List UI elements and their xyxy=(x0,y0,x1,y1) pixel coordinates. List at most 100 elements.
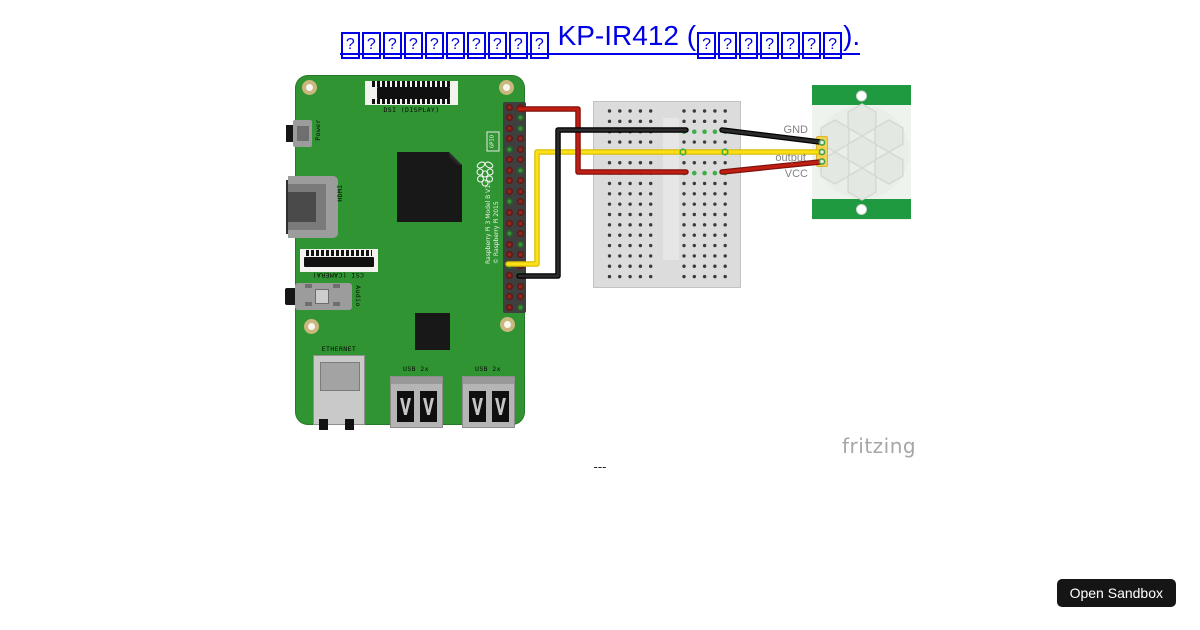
breadboard-hole xyxy=(607,161,612,165)
breadboard-hole xyxy=(649,181,653,186)
breadboard-hole xyxy=(618,202,622,206)
usb-slot xyxy=(492,391,509,422)
breadboard-hole xyxy=(692,192,696,196)
separator-dashes: --- xyxy=(593,459,607,474)
gpio-pin xyxy=(505,251,513,259)
gpio-pin xyxy=(516,282,524,290)
breadboard-hole xyxy=(649,150,653,155)
fresnel-hexagon xyxy=(874,151,904,185)
breadboard-hole xyxy=(638,264,643,268)
csi-connector-bar xyxy=(304,257,374,267)
breadboard-hole xyxy=(723,202,727,206)
breadboard-hole xyxy=(607,243,612,248)
fresnel-hexagon xyxy=(847,103,877,137)
breadboard-hole xyxy=(723,119,727,124)
sensor-pin-header xyxy=(816,136,828,167)
breadboard-hole xyxy=(692,129,697,134)
gpio-pin xyxy=(505,303,513,311)
title-link[interactable]: ?????????? KP-IR412 (???????). xyxy=(339,20,861,59)
breadboard-hole xyxy=(682,254,686,258)
missing-glyph-box: ? xyxy=(760,31,780,59)
audio-jack-barrel xyxy=(285,288,297,305)
breadboard-hole xyxy=(628,140,632,144)
mounting-hole xyxy=(304,319,319,334)
breadboard-hole xyxy=(607,254,612,258)
usb-port xyxy=(462,376,515,428)
breadboard-hole xyxy=(628,274,632,279)
breadboard-hole xyxy=(628,223,632,227)
breadboard-hole xyxy=(723,140,727,144)
missing-glyph-box: ? xyxy=(403,31,423,59)
gpio-pin xyxy=(516,103,524,111)
breadboard-hole xyxy=(628,233,632,237)
breadboard-hole xyxy=(713,192,717,196)
breadboard-hole xyxy=(682,119,686,124)
breadboard-hole xyxy=(607,192,612,196)
breadboard-hole xyxy=(618,192,622,196)
breadboard-hole xyxy=(682,150,686,155)
breadboard-hole xyxy=(638,192,643,196)
audio-jack-tab xyxy=(305,302,312,306)
breadboard-hole xyxy=(713,243,717,248)
gpio-pin xyxy=(505,272,513,280)
board-model-line2: © Raspberry Pi 2015 xyxy=(492,201,500,264)
mounting-hole xyxy=(499,80,514,95)
breadboard-hole xyxy=(723,254,727,258)
mounting-hole xyxy=(302,80,317,95)
breadboard-hole xyxy=(702,212,707,217)
breadboard-hole xyxy=(607,150,612,155)
breadboard-hole xyxy=(628,130,632,134)
breadboard-hole xyxy=(618,254,622,258)
gpio-pin xyxy=(505,187,513,195)
breadboard-hole xyxy=(702,192,707,196)
breadboard-hole xyxy=(618,243,622,248)
gpio-pin xyxy=(516,261,524,269)
missing-glyph-box: ? xyxy=(487,31,507,59)
gpio-pin xyxy=(516,156,524,164)
breadboard-hole xyxy=(682,212,686,217)
breadboard-hole xyxy=(649,192,653,196)
breadboard-hole xyxy=(682,223,686,227)
breadboard-hole xyxy=(628,150,632,155)
usb-slot-contact xyxy=(400,398,411,415)
gpio-tag: GPIO xyxy=(486,131,500,152)
breadboard-hole xyxy=(681,170,687,176)
breadboard-hole xyxy=(638,140,643,144)
breadboard-hole xyxy=(638,109,643,113)
missing-glyph-box: ? xyxy=(361,31,381,59)
breadboard-hole xyxy=(713,274,717,279)
power-label: Power xyxy=(314,119,322,141)
breadboard-hole xyxy=(702,254,707,258)
breadboard-hole xyxy=(682,140,686,144)
board-model-line1: Raspberry Pi 3 Model B V1.2 xyxy=(485,179,492,264)
title-middle-text: KP-IR412 ( xyxy=(549,20,697,51)
power-connector-inner xyxy=(297,126,309,141)
breadboard-hole xyxy=(682,161,686,165)
breadboard-hole xyxy=(618,264,622,268)
fresnel-hexagon xyxy=(874,119,904,153)
breadboard-hole xyxy=(702,181,707,186)
ethernet-foot xyxy=(345,419,354,430)
soc-chip xyxy=(397,152,462,222)
breadboard-hole xyxy=(702,109,707,113)
breadboard-hole xyxy=(723,274,727,279)
gpio-pin xyxy=(505,177,513,185)
breadboard-hole xyxy=(649,264,653,268)
breadboard-hole xyxy=(692,243,696,248)
breadboard-hole xyxy=(723,181,727,186)
gnd-label: GND xyxy=(783,124,808,136)
gpio-header xyxy=(503,102,526,313)
breadboard-hole xyxy=(713,140,717,144)
breadboard-hole xyxy=(607,181,612,186)
breadboard-hole xyxy=(628,254,632,258)
breadboard-hole xyxy=(692,119,696,124)
open-sandbox-button[interactable]: Open Sandbox xyxy=(1056,579,1176,607)
breadboard-hole xyxy=(649,212,653,217)
breadboard-hole xyxy=(702,243,707,248)
gpio-pin xyxy=(516,209,524,216)
breadboard-hole xyxy=(723,264,727,268)
gpio-pin xyxy=(505,145,513,153)
breadboard-hole xyxy=(723,243,727,248)
breadboard-hole xyxy=(649,202,653,206)
